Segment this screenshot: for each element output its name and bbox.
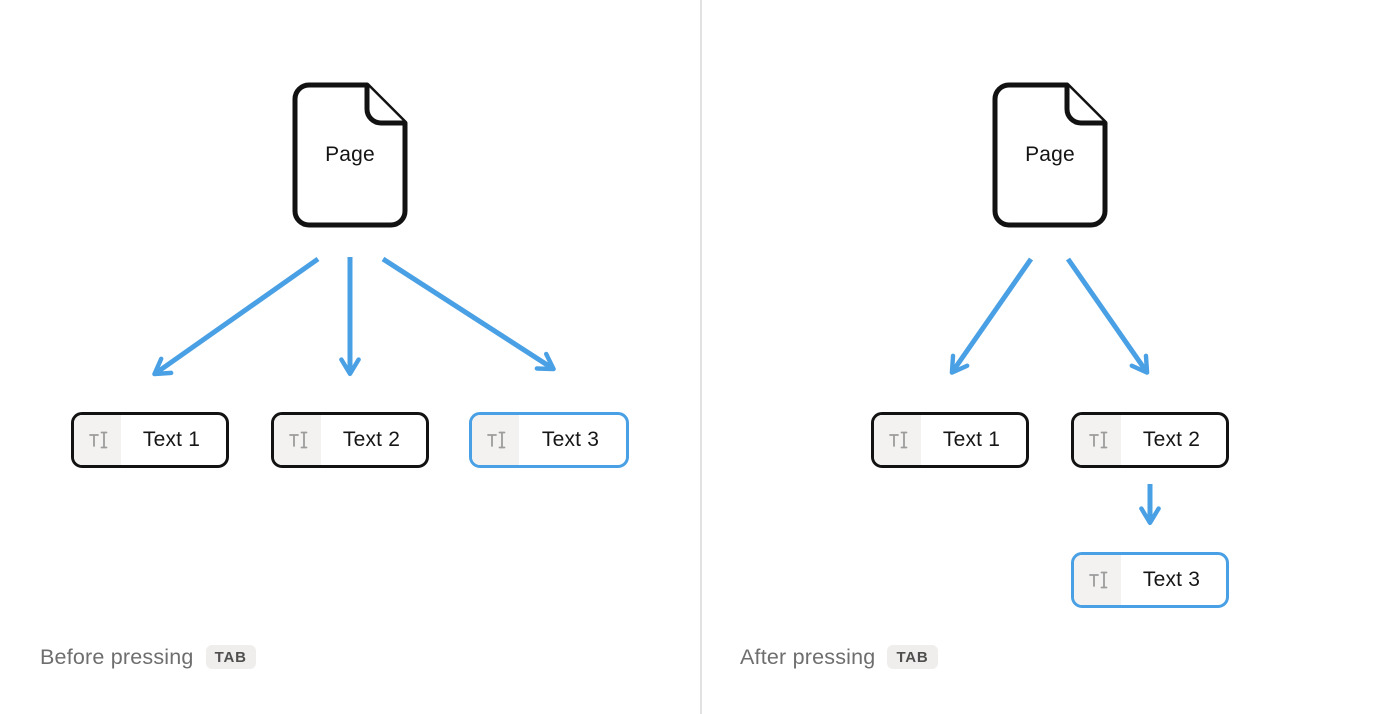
arrow-page-to-text1-before (152, 256, 320, 377)
text-block-text2-before: Text 2 (271, 412, 429, 468)
panel-divider (700, 0, 702, 714)
caption-text: After pressing (740, 644, 876, 669)
tab-key-badge: TAB (887, 645, 938, 669)
text-block-label: Text 1 (142, 428, 201, 451)
page-icon (992, 82, 1108, 228)
text-cursor-icon (472, 415, 519, 465)
text-cursor-icon (274, 415, 321, 465)
text-block-label: Text 3 (541, 428, 600, 451)
page-label: Page (325, 143, 375, 166)
text-block-text3-after-selected: Text 3 (1071, 552, 1229, 608)
caption-before: Before pressing TAB (40, 640, 256, 674)
caption-text: Before pressing (40, 644, 194, 669)
text-block-label: Text 2 (1142, 428, 1201, 451)
text-block-label: Text 3 (1142, 568, 1201, 591)
text-cursor-icon (874, 415, 921, 465)
arrow-page-to-text1-after (949, 257, 1034, 375)
page-node-after: Page (991, 81, 1109, 229)
tab-key-badge: TAB (205, 645, 256, 669)
page-icon (292, 82, 408, 228)
text-cursor-icon (1074, 415, 1121, 465)
page-node-before: Page (291, 81, 409, 229)
text-block-text1-after: Text 1 (871, 412, 1029, 468)
text-cursor-icon (1074, 555, 1121, 605)
page-label: Page (1025, 143, 1075, 166)
text-block-label: Text 2 (342, 428, 401, 451)
text-block-text1-before: Text 1 (71, 412, 229, 468)
text-block-label: Text 1 (942, 428, 1001, 451)
arrow-page-to-text3-before (381, 256, 556, 372)
caption-after: After pressing TAB (740, 640, 938, 674)
text-block-text2-after: Text 2 (1071, 412, 1229, 468)
text-cursor-icon (74, 415, 121, 465)
arrow-page-to-text2-after (1065, 257, 1150, 375)
text-block-text3-before-selected: Text 3 (469, 412, 629, 468)
